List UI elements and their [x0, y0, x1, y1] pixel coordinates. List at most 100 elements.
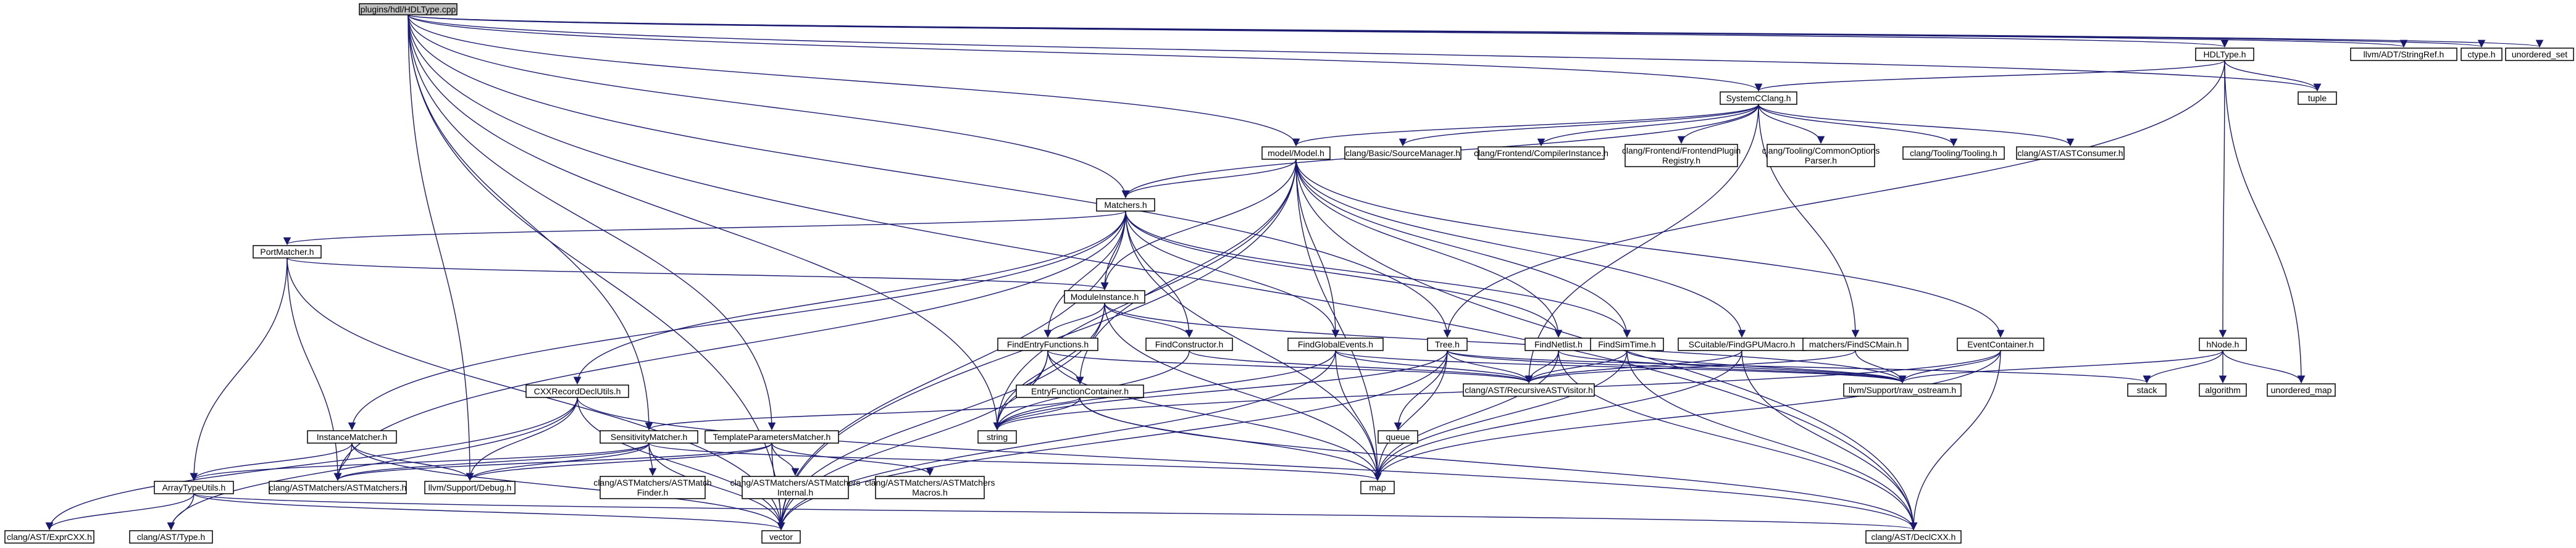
include-edge [2224, 60, 2322, 92]
node-stringref[interactable]: llvm/ADT/StringRef.h [2350, 48, 2457, 61]
include-edge [577, 397, 1918, 531]
node-vector[interactable]: vector [761, 530, 801, 544]
include-edge [573, 210, 1126, 385]
node-astconsumer[interactable]: clang/AST/ASTConsumer.h [2016, 146, 2125, 160]
include-edge [1758, 104, 1825, 144]
node-recursiveastvisitor[interactable]: clang/AST/RecursiveASTVisitor.h [1463, 383, 1595, 397]
include-edge [2224, 60, 2306, 384]
node-astmatchers[interactable]: clang/ASTMatchers/ASTMatchers.h [269, 481, 407, 494]
node-label: llvm/ADT/StringRef.h [2364, 49, 2444, 59]
node-scuitable[interactable]: SCuitable/FindGPUMacro.h [1678, 338, 1806, 351]
include-edge [1373, 350, 1559, 481]
include-edge [1295, 159, 1631, 338]
include-edge [1558, 350, 1918, 531]
node-findscmain[interactable]: matchers/FindSCMain.h [1802, 338, 1909, 351]
node-arraytypeutils[interactable]: ArrayTypeUtils.h [154, 481, 234, 494]
include-edge [1394, 350, 1448, 431]
node-raw-ostream[interactable]: llvm/Support/raw_ostream.h [1843, 383, 1962, 397]
include-edge [1626, 350, 1907, 384]
node-label: FindSimTime.h [1598, 339, 1656, 349]
node-tuple[interactable]: tuple [2298, 91, 2337, 105]
include-edge [1443, 60, 2225, 338]
node-declcxx[interactable]: clang/AST/DeclCXX.h [1865, 530, 1962, 544]
node-hdltype[interactable]: HDLType.h [2195, 48, 2254, 61]
node-sensitivitymatcher[interactable]: SensitivityMatcher.h [600, 430, 698, 444]
node-label: map [1369, 483, 1386, 492]
node-algorithm[interactable]: algorithm [2199, 383, 2247, 397]
include-edge [1047, 350, 1533, 384]
include-edge [1758, 104, 1860, 338]
node-entryfunctioncontainer[interactable]: EntryFunctionContainer.h [1016, 384, 1144, 398]
node-portmatcher[interactable]: PortMatcher.h [253, 245, 322, 259]
node-label: clang/AST/ExprCXX.h [7, 532, 92, 542]
node-model[interactable]: model/Model.h [1261, 146, 1331, 160]
node-queue[interactable]: queue [1378, 430, 1418, 444]
dependency-edges [45, 14, 2543, 531]
include-edge [1125, 210, 1194, 338]
include-edge [1104, 302, 1382, 481]
node-tooling[interactable]: clang/Tooling/Tooling.h [1902, 146, 2005, 160]
include-edge [1373, 350, 1448, 481]
node-label: ArrayTypeUtils.h [162, 483, 226, 492]
node-label: llvm/Support/Debug.h [429, 483, 512, 492]
include-edge [408, 14, 785, 531]
include-edge [1125, 210, 1631, 338]
node-tree[interactable]: Tree.h [1427, 338, 1468, 351]
node-systemcclang[interactable]: SystemCClang.h [1720, 91, 1797, 105]
include-edge [577, 397, 785, 531]
include-edge [1047, 350, 1382, 481]
node-label: Registry.h [1662, 156, 1700, 165]
node-compilerinstance[interactable]: clang/Frontend/CompilerInstance.h [1474, 146, 1608, 160]
node-findglobalevents[interactable]: FindGlobalEvents.h [1287, 338, 1384, 351]
node-hnode[interactable]: hNode.h [2199, 338, 2247, 351]
node-moduleinstance[interactable]: ModuleInstance.h [1064, 290, 1145, 304]
node-type[interactable]: clang/AST/Type.h [129, 530, 213, 544]
node-findconstructor[interactable]: FindConstructor.h [1145, 338, 1233, 351]
node-sourcemanager[interactable]: clang/Basic/SourceManager.h [1344, 146, 1462, 160]
node-unordered-map[interactable]: unordered_map [2267, 383, 2336, 397]
node-debug[interactable]: llvm/Support/Debug.h [424, 481, 516, 494]
node-label: FindConstructor.h [1155, 339, 1224, 349]
node-ctype[interactable]: ctype.h [2461, 48, 2503, 61]
include-edge [993, 350, 1448, 431]
node-label: string [987, 432, 1008, 442]
node-findentryfunctions[interactable]: FindEntryFunctions.h [997, 338, 1098, 351]
include-edge [408, 14, 2321, 92]
include-edge [351, 442, 474, 481]
node-exprcxx[interactable]: clang/AST/ExprCXX.h [4, 530, 94, 544]
include-edge [1755, 60, 2225, 92]
node-stack[interactable]: stack [2127, 383, 2167, 397]
node-unordered-set[interactable]: unordered_set [2505, 48, 2574, 61]
node-label: PortMatcher.h [260, 247, 314, 257]
node-string[interactable]: string [977, 430, 1017, 444]
include-edge [333, 210, 1126, 481]
node-label: clang/AST/ASTConsumer.h [2017, 148, 2123, 158]
include-edge [1079, 397, 1918, 531]
node-map[interactable]: map [1360, 481, 1395, 494]
node-label: unordered_map [2271, 385, 2332, 395]
node-findnetlist[interactable]: FindNetlist.h [1524, 338, 1592, 351]
include-edge [1295, 159, 1382, 481]
include-edge [1399, 104, 1759, 147]
include-edge [193, 493, 785, 531]
node-cxxrecorddeclutils[interactable]: CXXRecordDeclUtils.h [525, 384, 629, 398]
node-label: vector [769, 532, 793, 542]
include-edge [333, 442, 772, 481]
node-label: FindEntryFunctions.h [1007, 339, 1089, 349]
include-edge [2222, 350, 2306, 384]
node-findsimtime[interactable]: FindSimTime.h [1590, 338, 1664, 351]
node-instancematcher[interactable]: InstanceMatcher.h [307, 430, 397, 444]
include-edge [1898, 350, 2223, 384]
node-label: Parser.h [1805, 156, 1837, 165]
node-label: llvm/Support/raw_ostream.h [1849, 385, 1956, 395]
node-templateparametersmatcher[interactable]: TemplateParametersMatcher.h [705, 430, 839, 444]
node-matchers[interactable]: Matchers.h [1096, 198, 1155, 212]
include-edge [2143, 350, 2223, 384]
node-eventcontainer[interactable]: EventContainer.h [1957, 338, 2044, 351]
